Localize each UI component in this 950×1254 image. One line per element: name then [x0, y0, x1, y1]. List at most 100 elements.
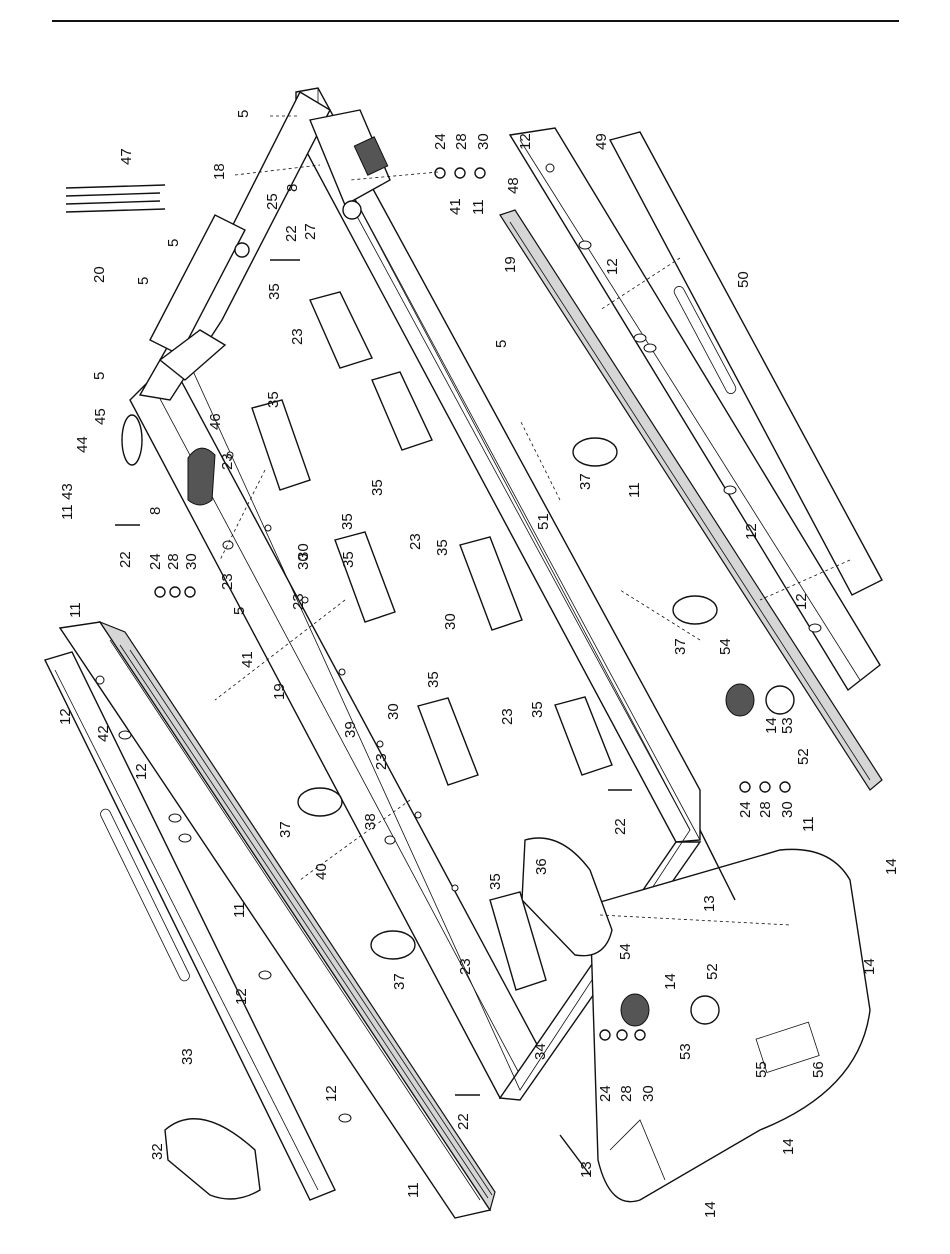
- callout-label: 30: [640, 1085, 657, 1102]
- callout-label: 39: [342, 721, 359, 738]
- callout-label: 13: [701, 895, 718, 912]
- callout-label: 35: [425, 671, 442, 688]
- callout-label: 5: [91, 372, 108, 380]
- callout-label: 47: [118, 148, 135, 165]
- callout-label: 35: [487, 873, 504, 890]
- callout-label: 12: [793, 593, 810, 610]
- callout-label: 35: [339, 513, 356, 530]
- callout-label: 11: [67, 602, 84, 618]
- callout-label: 35: [266, 283, 283, 300]
- callout-label: 19: [271, 683, 288, 700]
- callout-label: 28: [453, 133, 470, 150]
- callout-label: 30: [183, 553, 200, 570]
- callout-label: 32: [149, 1143, 166, 1160]
- callout-label: 8: [284, 184, 301, 192]
- callout-label: 23: [219, 453, 236, 470]
- callout-label: 52: [704, 963, 721, 980]
- callout-label: 30: [295, 543, 312, 560]
- callout-label: 42: [95, 725, 112, 742]
- callout-label: 37: [672, 638, 689, 655]
- hardware: [65, 115, 851, 1176]
- callout-label: 11: [626, 482, 643, 498]
- callout-label: 14: [702, 1201, 719, 1218]
- right-side-rail: [499, 127, 883, 791]
- isolators: [297, 437, 718, 960]
- callout-label: 12: [323, 1085, 340, 1102]
- callout-labels: 5 18 25 8 27 22 5 20 5 5 45 44 43 11 8 2…: [57, 110, 900, 1218]
- callout-label: 18: [211, 163, 228, 180]
- callout-label: 36: [533, 858, 550, 875]
- left-foot-rail: [44, 651, 336, 1201]
- callout-label: 23: [373, 753, 390, 770]
- callout-label: 8: [147, 507, 164, 515]
- callout-label: 33: [179, 1048, 196, 1065]
- callout-label: 22: [283, 225, 300, 242]
- left-side-rail: [58, 620, 496, 1219]
- callout-label: 41: [447, 198, 464, 215]
- callout-label: 20: [91, 266, 108, 283]
- callout-label: 23: [290, 593, 307, 610]
- callout-label: 35: [369, 479, 386, 496]
- callout-label: 30: [442, 613, 459, 630]
- callout-label: 22: [455, 1113, 472, 1130]
- callout-label: 5: [231, 607, 248, 615]
- front-upright-base: [138, 91, 391, 401]
- callout-label: 34: [532, 1043, 549, 1060]
- callout-label: 23: [219, 573, 236, 590]
- callout-label: 28: [618, 1085, 635, 1102]
- callout-label: 14: [662, 973, 679, 990]
- callout-label: 27: [302, 223, 319, 240]
- motor-cover-blocks: [164, 837, 613, 1200]
- callout-label: 28: [757, 801, 774, 818]
- callout-label: 35: [340, 551, 357, 568]
- callout-label: 12: [133, 763, 150, 780]
- callout-label: 37: [577, 473, 594, 490]
- deck-brackets: [251, 291, 613, 991]
- callout-label: 48: [505, 177, 522, 194]
- callout-label: 5: [235, 110, 252, 118]
- callout-label: 53: [677, 1043, 694, 1060]
- callout-label: 50: [735, 271, 752, 288]
- callout-label: 11: [405, 1182, 422, 1198]
- callout-label: 22: [117, 551, 134, 568]
- callout-label: 11: [800, 816, 817, 832]
- callout-label: 35: [434, 539, 451, 556]
- callout-label: 41: [239, 651, 256, 668]
- callout-label: 5: [165, 239, 182, 247]
- callout-label: 22: [612, 818, 629, 835]
- callout-label: 30: [779, 801, 796, 818]
- callout-label: 52: [795, 748, 812, 765]
- callout-label: 28: [165, 553, 182, 570]
- callout-label: 43: [59, 483, 76, 500]
- callout-label: 37: [391, 973, 408, 990]
- callout-label: 30: [475, 133, 492, 150]
- callout-label: 24: [147, 553, 164, 570]
- callout-label: 14: [780, 1138, 797, 1155]
- callout-label: 45: [92, 408, 109, 425]
- callout-label: 14: [883, 858, 900, 875]
- callout-label: 12: [233, 988, 250, 1005]
- callout-label: 30: [385, 703, 402, 720]
- wire-harness: [121, 414, 216, 506]
- callout-label: 23: [499, 708, 516, 725]
- callout-label: 35: [265, 391, 282, 408]
- callout-label: 12: [517, 133, 534, 150]
- callout-label: 49: [593, 133, 610, 150]
- callout-label: 19: [502, 256, 519, 273]
- callout-label: 38: [362, 813, 379, 830]
- callout-label: 56: [810, 1061, 827, 1078]
- callout-label: 12: [743, 523, 760, 540]
- callout-label: 5: [493, 340, 510, 348]
- callout-label: 24: [432, 133, 449, 150]
- callout-label: 13: [578, 1161, 595, 1178]
- callout-label: 46: [207, 413, 224, 430]
- callout-label: 24: [737, 801, 754, 818]
- callout-label: 35: [529, 701, 546, 718]
- callout-label: 40: [313, 863, 330, 880]
- callout-label: 23: [289, 328, 306, 345]
- callout-label: 23: [457, 958, 474, 975]
- callout-label: 44: [74, 436, 91, 453]
- callout-label: 23: [407, 533, 424, 550]
- callout-label: 30: [295, 553, 312, 570]
